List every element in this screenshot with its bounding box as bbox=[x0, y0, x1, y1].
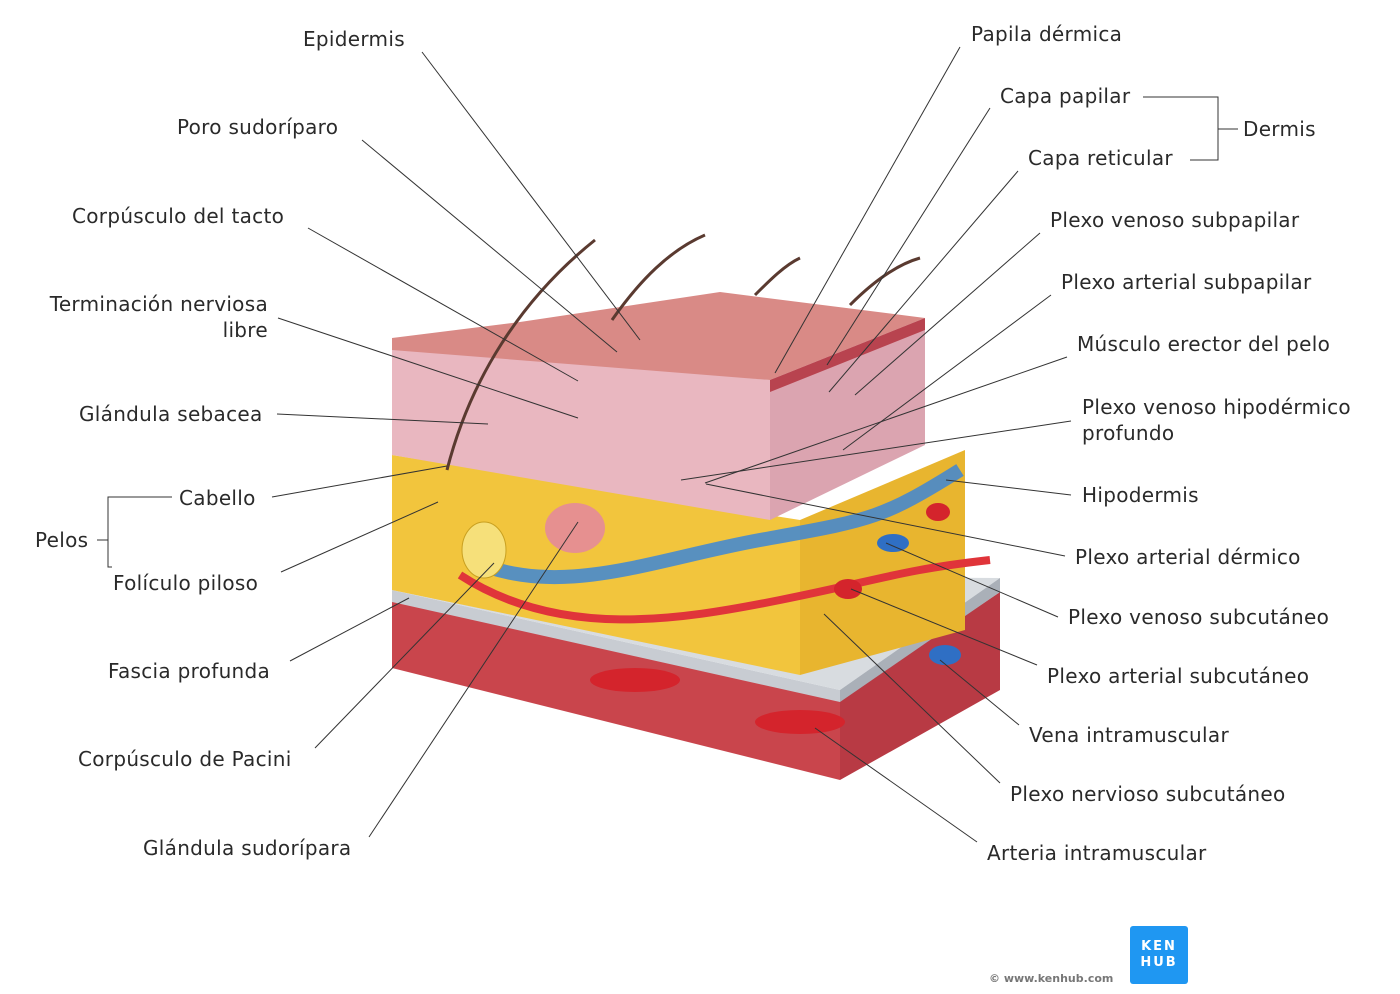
copyright: © www.kenhub.com bbox=[989, 972, 1114, 985]
epidermis-top bbox=[392, 292, 925, 380]
label-vena-intramuscular: Vena intramuscular bbox=[1029, 723, 1229, 747]
label-line: profundo bbox=[1082, 421, 1175, 445]
muscle-side bbox=[840, 592, 1000, 780]
label-plexo-arterial-subcutaneo: Plexo arterial subcutáneo bbox=[1047, 664, 1310, 688]
label-fascia-profunda: Fascia profunda bbox=[108, 659, 271, 683]
label-glandula-sebacea: Glándula sebacea bbox=[79, 402, 263, 426]
label-hipodermis: Hipodermis bbox=[1082, 483, 1199, 507]
label-epidermis: Epidermis bbox=[303, 27, 405, 51]
logo-text: KEN bbox=[1141, 939, 1177, 954]
hypodermis-front bbox=[392, 455, 800, 675]
label-cabello: Cabello bbox=[179, 486, 256, 510]
label-plexo-nervioso-subcutaneo: Plexo nervioso subcutáneo bbox=[1010, 782, 1286, 806]
dermis-front bbox=[392, 345, 770, 520]
label-foliculo-piloso: Folículo piloso bbox=[113, 571, 259, 595]
epidermis-side bbox=[770, 318, 925, 392]
label-line: Plexo venoso hipodérmico bbox=[1082, 395, 1351, 419]
leader-lines bbox=[97, 46, 1238, 843]
label-line: libre bbox=[222, 318, 268, 342]
label-papila-dermica: Papila dérmica bbox=[971, 22, 1123, 46]
sweat-gland bbox=[545, 503, 605, 553]
label-plexo-venoso-subcutaneo: Plexo venoso subcutáneo bbox=[1068, 605, 1330, 629]
label-capa-reticular: Capa reticular bbox=[1028, 146, 1173, 170]
fascia-front bbox=[392, 590, 840, 702]
label-dermis: Dermis bbox=[1243, 117, 1316, 141]
intramuscular-artery bbox=[590, 668, 680, 692]
pacini bbox=[461, 521, 507, 579]
label-poro-sudoriparo: Poro sudoríparo bbox=[177, 115, 339, 139]
label-arteria-intramuscular: Arteria intramuscular bbox=[987, 841, 1207, 865]
label-corpusculo-tacto: Corpúsculo del tacto bbox=[72, 204, 285, 228]
vein bbox=[467, 464, 964, 585]
label-plexo-arterial-subpapilar: Plexo arterial subpapilar bbox=[1061, 270, 1312, 294]
label-line: Terminación nerviosa bbox=[49, 292, 268, 316]
label-capa-papilar: Capa papilar bbox=[1000, 84, 1131, 108]
label-plexo-venoso-subpapilar: Plexo venoso subpapilar bbox=[1050, 208, 1300, 232]
artery bbox=[457, 556, 991, 624]
label-pelos: Pelos bbox=[35, 528, 89, 552]
label-corpusculo-pacini: Corpúsculo de Pacini bbox=[78, 747, 292, 771]
label-plexo-arterial-dermico: Plexo arterial dérmico bbox=[1075, 545, 1301, 569]
label-glandula-sudoripara: Glándula sudorípara bbox=[143, 836, 352, 860]
logo-text: HUB bbox=[1140, 955, 1178, 970]
label-musculo-erector: Músculo erector del pelo bbox=[1077, 332, 1331, 356]
